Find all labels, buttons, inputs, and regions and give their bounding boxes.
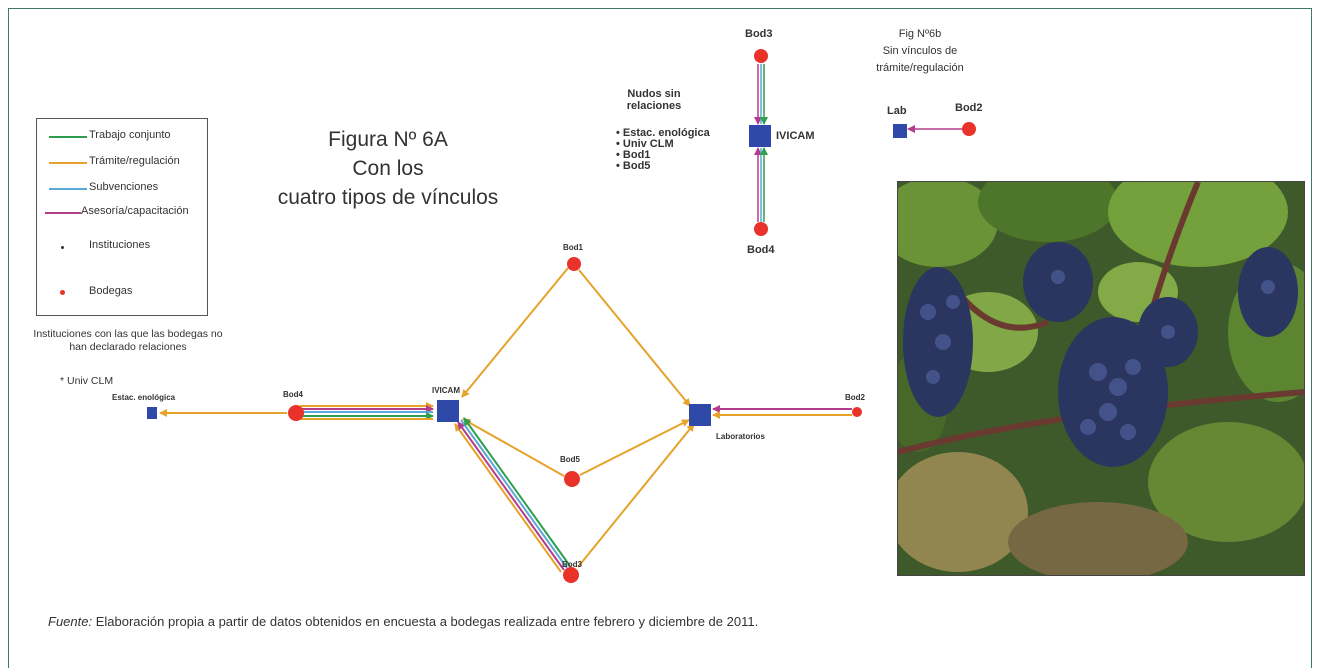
- label-bod3: Bod3: [562, 560, 582, 569]
- nudos-item: • Bod1: [616, 149, 651, 161]
- label-bod2: Bod2: [845, 393, 865, 402]
- node-estac: [147, 407, 157, 419]
- label-6b-bod2: Bod2: [955, 102, 983, 114]
- figure-frame: [8, 8, 1312, 668]
- note-text: Instituciones con las que las bodegas no…: [33, 328, 223, 353]
- node-laboratorios: [689, 404, 711, 426]
- label-ivicam: IVICAM: [432, 386, 460, 395]
- legend-swatch: [45, 212, 81, 214]
- figure-a-title: Figura Nº 6A Con los cuatro tipos de vín…: [258, 125, 518, 212]
- legend: Trabajo conjunto Trámite/regulación Subv…: [36, 118, 208, 316]
- legend-label: Trámite/regulación: [89, 155, 180, 167]
- title-line: Sin vínculos de: [882, 45, 958, 57]
- title-line: cuatro tipos de vínculos: [277, 186, 499, 209]
- grape-photo-drawing: [898, 182, 1304, 575]
- title-line: Fig Nº6b: [898, 28, 942, 40]
- node-ivicam: [437, 400, 459, 422]
- caption-label: Fuente:: [48, 614, 93, 629]
- node-6b-bod2: [962, 122, 976, 136]
- caption-text: Elaboración propia a partir de datos obt…: [92, 614, 759, 629]
- node-mid-bod3: [754, 49, 768, 63]
- nudos-item: • Bod5: [616, 160, 651, 172]
- label-bod1: Bod1: [563, 243, 583, 252]
- legend-item-instituciones: Instituciones: [37, 237, 209, 257]
- node-mid-bod4: [754, 222, 768, 236]
- edges-figure-a: [159, 267, 852, 573]
- legend-swatch: [49, 188, 87, 190]
- legend-label: Instituciones: [89, 239, 151, 251]
- legend-item-tramite: Trámite/regulación: [37, 153, 209, 173]
- legend-label: Asesoría/capacitación: [81, 205, 189, 217]
- node-bod4: [288, 405, 304, 421]
- label-mid-ivicam: IVICAM: [776, 130, 815, 142]
- node-bod2: [852, 407, 862, 417]
- figure-b-title: Fig Nº6b Sin vínculos de trámite/regulac…: [860, 26, 980, 77]
- label-mid-bod4: Bod4: [747, 244, 775, 256]
- node-bod5: [564, 471, 580, 487]
- legend-label: Trabajo conjunto: [89, 129, 171, 141]
- source-caption: Fuente: Elaboración propia a partir de d…: [48, 614, 758, 629]
- institution-dot-icon: [61, 246, 64, 249]
- nudos-item: • Univ CLM: [616, 138, 674, 150]
- node-bod3: [563, 567, 579, 583]
- label-laboratorios: Laboratorios: [716, 432, 765, 441]
- node-bod1: [567, 257, 581, 271]
- node-mid-ivicam: [749, 125, 771, 147]
- title-line: trámite/regulación: [876, 62, 964, 74]
- legend-swatch: [49, 162, 87, 164]
- node-6b-lab: [893, 124, 907, 138]
- title-line: Figura Nº 6A: [328, 128, 448, 151]
- legend-item-asesoria: Asesoría/capacitación: [37, 203, 209, 223]
- legend-item-subvenciones: Subvenciones: [37, 179, 209, 199]
- nudos-list: • Estac. enológica • Univ CLM • Bod1 • B…: [616, 128, 710, 172]
- label-6b-lab: Lab: [887, 105, 907, 117]
- label-estac: Estac. enológica: [112, 393, 176, 402]
- legend-item-bodegas: Bodegas: [37, 283, 209, 303]
- label-mid-bod3: Bod3: [745, 28, 773, 40]
- legend-item-trabajo: Trabajo conjunto: [37, 127, 209, 147]
- nudos-heading: Nudos sin relaciones: [626, 88, 682, 112]
- legend-label: Bodegas: [89, 285, 133, 297]
- title-line: Con los: [352, 157, 424, 180]
- label-bod4: Bod4: [283, 390, 303, 399]
- note-item: * Univ CLM: [60, 375, 114, 387]
- legend-swatch: [49, 136, 87, 138]
- nudos-item: • Estac. enológica: [616, 127, 710, 139]
- edges-middle: [754, 64, 768, 222]
- grape-cluster-photo: [897, 181, 1305, 576]
- legend-label: Subvenciones: [89, 181, 159, 193]
- unrelated-note: Instituciones con las que las bodegas no…: [28, 328, 228, 354]
- label-bod5: Bod5: [560, 455, 580, 464]
- bodega-dot-icon: [60, 290, 65, 295]
